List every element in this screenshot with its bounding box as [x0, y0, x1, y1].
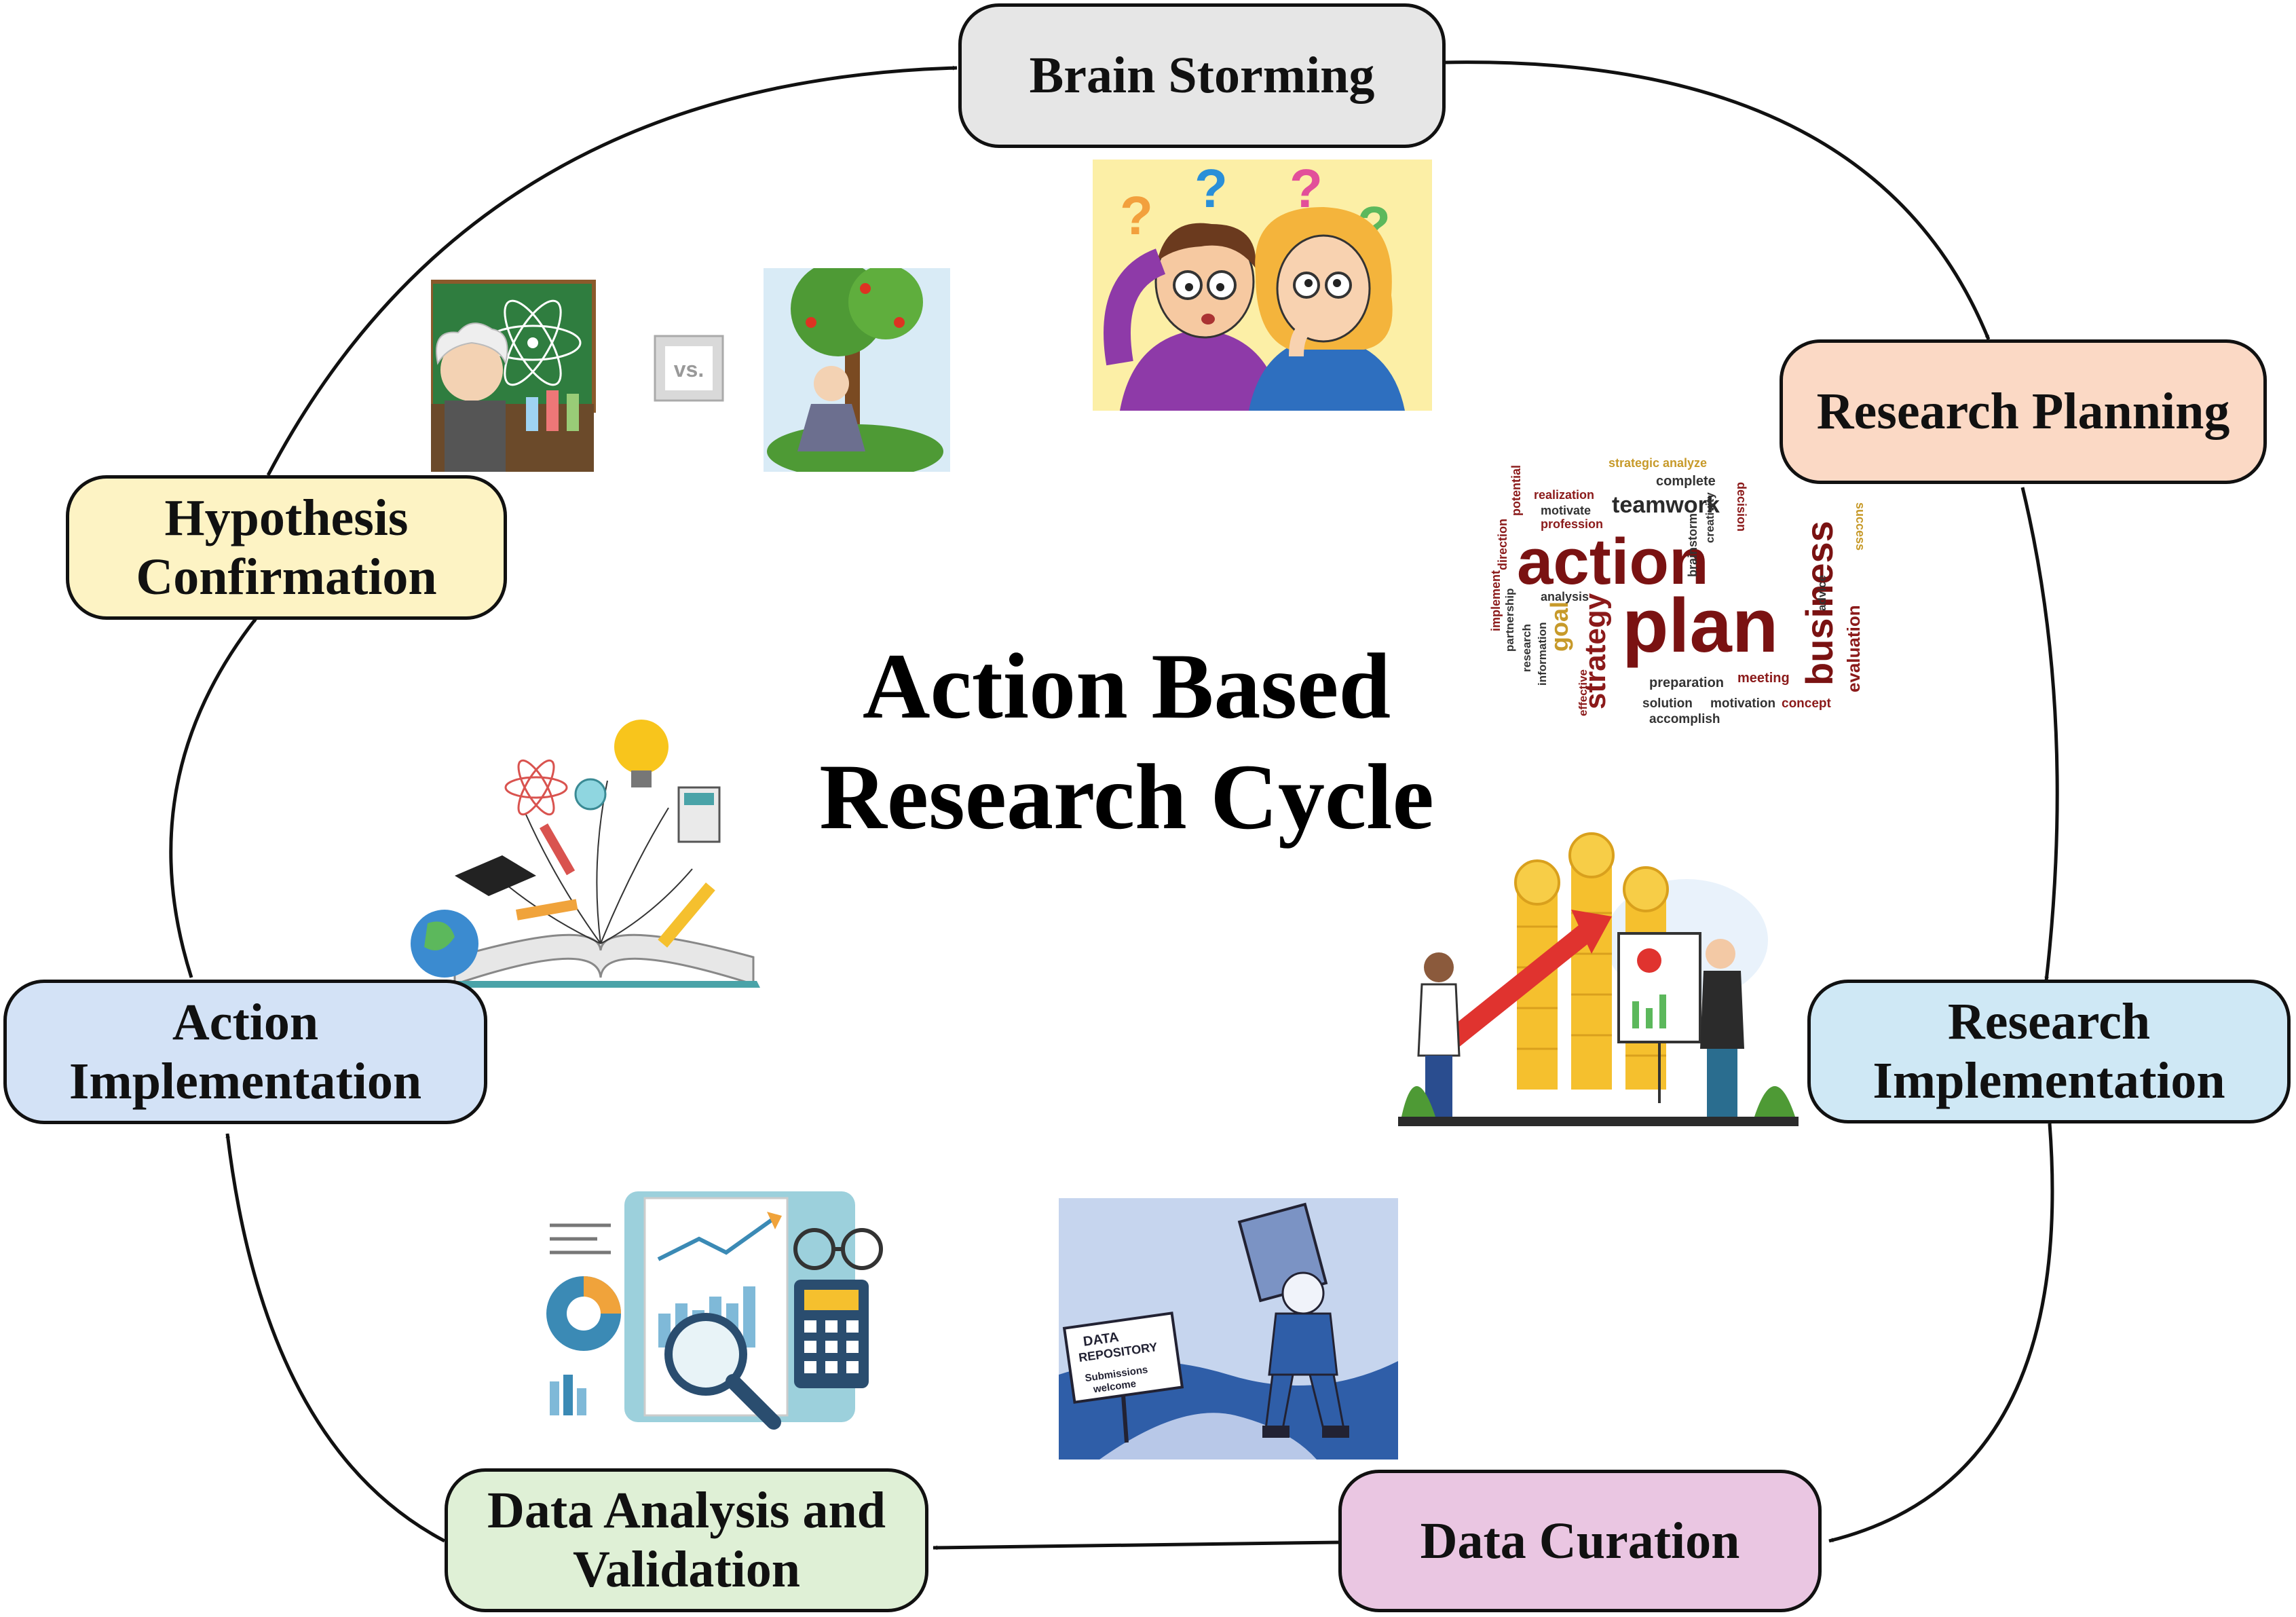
- node-research-implementation: Research Implementation: [1807, 980, 2291, 1123]
- svg-text:meeting: meeting: [1737, 671, 1790, 686]
- node-research-planning: Research Planning: [1780, 339, 2267, 484]
- question-mark-icon: ?: [1120, 185, 1153, 246]
- node-action-implementation: Action Implementation: [3, 980, 487, 1124]
- arrow-action-to-hypothesis: [169, 616, 258, 978]
- svg-text:profession: profession: [1541, 517, 1603, 531]
- puzzled-people-illustration: ? ? ? ?: [1093, 160, 1432, 411]
- diagram-title: Action Based Research Cycle: [819, 634, 1434, 849]
- versus-label: vs.: [674, 357, 704, 382]
- data-analysis-illustration: [543, 1178, 896, 1436]
- svg-text:analysis: analysis: [1541, 590, 1589, 603]
- data-repository-illustration: DATA REPOSITORY Submissions welcome: [1059, 1198, 1398, 1460]
- node-brain-storming: Brain Storming: [958, 3, 1446, 148]
- svg-text:advice: advice: [1815, 575, 1828, 611]
- svg-text:motivation: motivation: [1710, 696, 1775, 711]
- coins-growth-illustration: [1388, 832, 1809, 1144]
- svg-text:direction: direction: [1496, 519, 1509, 570]
- svg-text:motivate: motivate: [1541, 504, 1591, 517]
- svg-text:decision: decision: [1735, 482, 1748, 532]
- action-plan-word-cloud: strategic analyze complete realization m…: [1486, 455, 1880, 733]
- svg-text:preparation: preparation: [1649, 675, 1724, 690]
- svg-text:potential: potential: [1509, 465, 1523, 516]
- arrow-hypothesis-to-brainstorming: [266, 65, 958, 477]
- svg-text:brainstorm: brainstorm: [1686, 513, 1699, 577]
- arrow-analysis-to-action: [225, 1133, 446, 1543]
- svg-text:success: success: [1853, 502, 1867, 551]
- arrow-brainstorming-to-planning: [1444, 60, 1991, 340]
- svg-text:plan: plan: [1622, 583, 1778, 668]
- svg-text:partnership: partnership: [1503, 588, 1516, 652]
- svg-text:strategy: strategy: [1579, 593, 1612, 709]
- node-data-curation: Data Curation: [1338, 1470, 1822, 1612]
- svg-text:implement: implement: [1489, 570, 1503, 631]
- svg-text:creativity: creativity: [1704, 492, 1716, 543]
- svg-text:business: business: [1798, 521, 1841, 686]
- open-book-ideas-illustration: [407, 713, 794, 998]
- einstein-vs-newton-illustration: vs.: [431, 268, 950, 472]
- arrow-implementation-to-curation: [1828, 1123, 2054, 1543]
- arrow-curation-to-analysis: [933, 1540, 1341, 1550]
- svg-text:realization: realization: [1534, 488, 1594, 502]
- svg-text:information: information: [1536, 622, 1549, 686]
- svg-text:complete: complete: [1656, 474, 1716, 489]
- svg-text:goal: goal: [1545, 601, 1573, 652]
- svg-text:teamwork: teamwork: [1612, 492, 1720, 518]
- node-data-analysis-validation: Data Analysis and Validation: [445, 1468, 928, 1612]
- svg-text:solution: solution: [1642, 696, 1693, 711]
- node-hypothesis-confirmation: Hypothesis Confirmation: [66, 475, 507, 620]
- svg-text:strategic analyze: strategic analyze: [1608, 456, 1707, 470]
- svg-text:accomplish: accomplish: [1649, 712, 1720, 726]
- svg-text:action: action: [1517, 525, 1709, 598]
- svg-text:concept: concept: [1782, 696, 1832, 711]
- question-mark-icon: ?: [1194, 160, 1228, 219]
- svg-text:evaluation: evaluation: [1843, 605, 1864, 692]
- svg-text:research: research: [1520, 624, 1533, 672]
- svg-text:effective: effective: [1577, 669, 1589, 716]
- arrow-planning-to-implementation: [2020, 487, 2059, 982]
